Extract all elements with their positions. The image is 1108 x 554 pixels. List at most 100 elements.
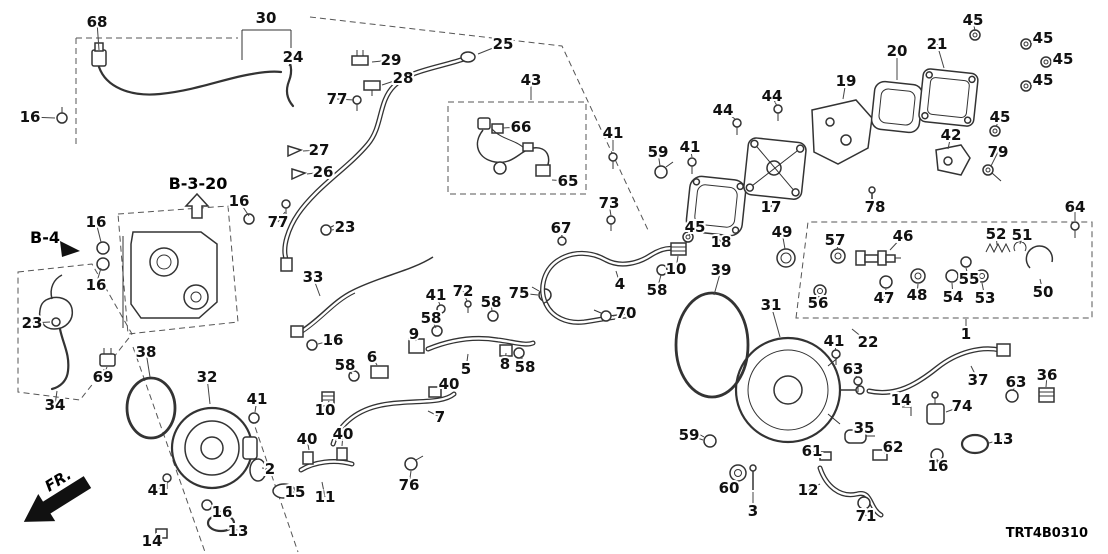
callout-66: 66 <box>511 118 532 136</box>
callout-41: 41 <box>247 390 268 408</box>
leader-line <box>321 481 326 498</box>
callout-16: 16 <box>86 213 107 231</box>
leader-line <box>656 274 662 291</box>
fr-direction-indicator: FR. <box>23 465 92 522</box>
leader-line <box>857 427 865 435</box>
callout-45: 45 <box>1033 71 1054 89</box>
leader-line <box>834 239 839 250</box>
callout-10: 10 <box>315 401 336 419</box>
callout-30: 30 <box>256 9 277 27</box>
leader-line <box>807 483 821 491</box>
sketch-oring-39 <box>674 291 750 399</box>
callout-45: 45 <box>1033 29 1054 47</box>
leader-line <box>965 267 970 280</box>
callout-23: 23 <box>335 218 356 236</box>
leader-line <box>990 151 999 167</box>
callout-16: 16 <box>20 108 41 126</box>
leader-line <box>232 525 239 532</box>
leader-line <box>490 301 493 312</box>
leader-line <box>871 198 876 208</box>
callout-14: 14 <box>891 391 912 409</box>
sketch-bracket-30 <box>241 29 292 60</box>
leader-line <box>520 355 526 368</box>
leader-line <box>612 312 627 317</box>
leader-line <box>988 438 1004 444</box>
sketch-gaskets-top-right <box>608 29 1052 237</box>
leader-line <box>95 221 102 243</box>
leader-line <box>972 19 976 32</box>
leader-line <box>916 283 919 296</box>
leader-line <box>716 235 722 243</box>
callout-77: 77 <box>268 213 289 231</box>
leader-line <box>945 405 963 413</box>
callout-62: 62 <box>883 438 904 456</box>
leader-line <box>615 270 621 285</box>
callout-67: 67 <box>551 219 572 237</box>
callout-41: 41 <box>148 481 169 499</box>
callout-76: 76 <box>399 476 420 494</box>
callout-74: 74 <box>952 397 973 415</box>
leader-line <box>435 294 441 306</box>
callout-28: 28 <box>393 69 414 87</box>
leader-line <box>688 434 704 441</box>
leader-line <box>430 317 437 329</box>
leader-line <box>560 227 563 239</box>
leader-line <box>341 433 344 447</box>
callout-44: 44 <box>713 101 734 119</box>
leader-line <box>462 290 468 302</box>
callout-29: 29 <box>381 51 402 69</box>
callout-69: 69 <box>93 368 114 386</box>
callout-21: 21 <box>927 35 948 53</box>
callout-17: 17 <box>761 198 782 216</box>
callout-40: 40 <box>439 375 460 393</box>
sketch-booster-31 <box>734 336 865 444</box>
callout-22: 22 <box>858 333 879 351</box>
leader-line <box>102 366 108 378</box>
callout-61: 61 <box>802 442 823 460</box>
leader-line <box>1012 381 1017 392</box>
leader-line <box>981 282 986 299</box>
leader-line <box>1039 278 1044 293</box>
callout-16: 16 <box>229 192 250 210</box>
leader-line <box>1030 79 1044 86</box>
leader-line <box>995 233 998 246</box>
sketch-clamp-23-upper <box>320 222 340 236</box>
leader-line <box>995 116 1001 128</box>
leader-line <box>688 226 696 236</box>
leader-line <box>947 134 952 150</box>
callout-64: 64 <box>1065 198 1086 216</box>
leader-line <box>145 351 151 378</box>
callout-68: 68 <box>87 13 108 31</box>
leader-line <box>811 450 820 456</box>
callout-13: 13 <box>993 430 1014 448</box>
callout-40: 40 <box>333 425 354 443</box>
callout-45: 45 <box>990 108 1011 126</box>
callout-33: 33 <box>303 268 324 286</box>
leader-line <box>770 304 781 338</box>
leader-line <box>427 410 441 418</box>
leader-line <box>518 292 539 296</box>
callout-70: 70 <box>616 304 637 322</box>
leader-line <box>157 481 166 491</box>
leader-line <box>970 365 979 381</box>
callout-46: 46 <box>893 227 914 245</box>
leader-line <box>465 353 469 370</box>
leader-line <box>287 490 296 493</box>
callout-7: 7 <box>435 408 445 426</box>
callout-58: 58 <box>421 309 442 327</box>
callout-16: 16 <box>323 331 344 349</box>
sketch-hose-7 <box>333 394 454 471</box>
leader-line <box>371 356 378 366</box>
sketch-tube-24 <box>282 50 295 108</box>
leader-line <box>331 226 346 231</box>
leader-line <box>781 231 786 250</box>
callout-31: 31 <box>761 296 782 314</box>
callout-37: 37 <box>968 371 989 389</box>
leader-line <box>302 149 320 152</box>
callout-54: 54 <box>943 288 964 306</box>
callout-51: 51 <box>1012 226 1033 244</box>
sketch-harness-68 <box>56 42 283 124</box>
